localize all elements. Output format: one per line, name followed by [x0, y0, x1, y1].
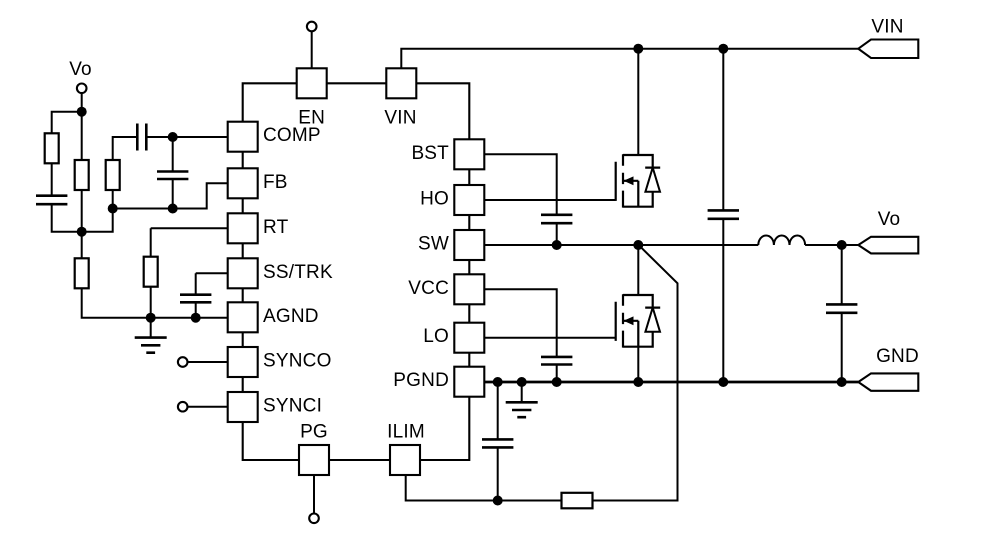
- pin-fb: [226, 167, 259, 200]
- low-side-mosfet: [614, 293, 662, 348]
- pin-bst: [453, 138, 486, 171]
- pin-label-pg: PG: [300, 422, 328, 443]
- pin-label-ho: HO: [420, 189, 449, 210]
- divider-top-resistor: [73, 158, 90, 192]
- body-diode-icon: [644, 164, 662, 193]
- rt-resistor: [142, 255, 159, 288]
- pin-label-synco: SYNCO: [263, 351, 332, 372]
- resistors: [43, 132, 594, 510]
- pin-ho: [453, 183, 486, 217]
- pin-ss-trk: [226, 257, 259, 290]
- body-diode-icon: [644, 304, 662, 333]
- pin-lo: [453, 321, 486, 354]
- pin-agnd: [226, 301, 259, 334]
- bootstrap-capacitor: [541, 213, 573, 225]
- pin-label-ss-trk: SS/TRK: [263, 262, 333, 283]
- pin-label-rt: RT: [263, 217, 289, 238]
- pin-pgnd: [453, 365, 486, 398]
- body-arrow-icon: [623, 176, 634, 186]
- pin-sw: [453, 228, 486, 262]
- power-stage-wires: [400, 47, 859, 502]
- pin-vcc: [453, 273, 486, 306]
- synco-terminal: [176, 356, 189, 368]
- terminal-label-vo-out: Vo: [878, 209, 901, 230]
- synci-terminal: [176, 400, 189, 413]
- pin-ilim: [388, 443, 422, 477]
- vcc-capacitor: [541, 355, 573, 366]
- pin-label-agnd: AGND: [263, 306, 319, 327]
- comp-parallel-capacitor: [157, 170, 189, 181]
- comp-series-capacitor: [136, 123, 148, 151]
- terminal-label-vin: VIN: [871, 17, 903, 38]
- terminal-label-vo-sense: Vo: [69, 59, 92, 80]
- board-terminals: [75, 20, 920, 525]
- pin-label-ilim: ILIM: [387, 422, 425, 443]
- pin-rt: [226, 212, 259, 245]
- vin-terminal-flag: [856, 38, 920, 60]
- vo-sense-terminal: [75, 82, 88, 95]
- soft-start-capacitor: [180, 293, 212, 304]
- junction-dots: [76, 43, 847, 506]
- pin-label-fb: FB: [263, 172, 288, 193]
- input-capacitor: [707, 209, 739, 221]
- pin-label-synci: SYNCI: [263, 396, 322, 417]
- pin-label-comp: COMP: [263, 125, 321, 146]
- en-terminal: [305, 20, 318, 33]
- pin-label-vin: VIN: [384, 108, 416, 129]
- feedback-and-compensation-wires: [50, 31, 315, 514]
- body-arrow-icon: [623, 316, 634, 326]
- gnd-terminal-flag: [856, 372, 920, 392]
- output-capacitor: [826, 303, 858, 315]
- pin-comp: [226, 120, 259, 153]
- pin-en: [295, 67, 328, 100]
- pin-label-sw: SW: [418, 234, 449, 255]
- capacitors: [36, 123, 858, 449]
- pin-vin: [385, 67, 418, 100]
- pin-label-en: EN: [298, 108, 325, 129]
- pg-terminal: [308, 512, 320, 525]
- high-side-mosfet: [614, 153, 662, 208]
- ilim-network-wire: [404, 244, 679, 502]
- output-inductor: [757, 234, 807, 246]
- ic-outline: [241, 82, 471, 462]
- terminal-label-gnd: GND: [876, 346, 919, 367]
- ilim-capacitor: [482, 438, 514, 449]
- ic-pins: [226, 67, 486, 477]
- divider-bottom-resistor: [73, 257, 90, 290]
- pin-pg: [297, 443, 331, 477]
- pin-label-pgnd: PGND: [393, 370, 449, 391]
- ground-symbol-agnd: [134, 317, 167, 354]
- comp-series-resistor: [104, 158, 121, 192]
- feedforward-capacitor: [36, 194, 68, 206]
- pin-label-vcc: VCC: [408, 278, 449, 299]
- pin-label-bst: BST: [411, 143, 449, 164]
- ilim-resistor: [560, 491, 594, 510]
- vo-terminal-flag: [856, 235, 920, 255]
- feedforward-resistor: [43, 132, 60, 165]
- pin-synci: [226, 390, 259, 424]
- labels: EN VIN COMP FB RT SS/TRK AGND SYNCO SYNC…: [69, 17, 919, 443]
- pin-label-lo: LO: [423, 326, 449, 347]
- pin-synco: [226, 345, 259, 379]
- ground-symbol-pgnd: [505, 401, 538, 419]
